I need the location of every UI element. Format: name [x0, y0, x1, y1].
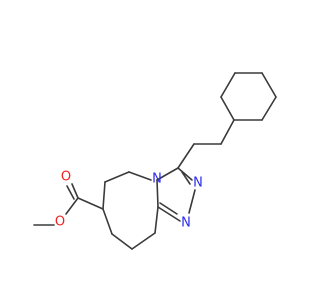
carbonyl-oxygen-label: O: [61, 170, 71, 185]
bond: [77, 197, 104, 210]
bond-lines: [33, 72, 277, 250]
bond: [181, 171, 191, 185]
bond: [188, 189, 196, 214]
triazole-nitrogen-label: N: [193, 176, 203, 191]
bond: [71, 183, 79, 199]
bond: [261, 96, 277, 121]
bond: [65, 197, 79, 215]
bond: [156, 167, 179, 181]
bond: [177, 167, 193, 181]
bond: [102, 181, 106, 210]
bond: [131, 232, 156, 250]
bond: [220, 72, 236, 98]
triazole-nitrogen-label: N: [181, 216, 191, 231]
bond: [154, 206, 159, 234]
bond: [177, 143, 195, 169]
bond: [220, 119, 235, 145]
bond: [128, 171, 152, 181]
bond: [157, 206, 181, 222]
bridgehead-nitrogen-label: N: [152, 172, 162, 187]
bond: [220, 96, 235, 121]
methoxy-oxygen-label: O: [55, 215, 65, 230]
chemical-structure-drawing: O O N N N: [33, 72, 277, 250]
structure-canvas: O O N N N: [33, 72, 277, 250]
bond: [66, 185, 75, 200]
bond: [156, 179, 159, 208]
bond: [102, 208, 113, 235]
bond: [261, 72, 277, 98]
bond: [104, 171, 130, 183]
atom-labels: O O N N N: [55, 170, 203, 231]
bond: [159, 202, 178, 215]
bond: [111, 233, 133, 250]
